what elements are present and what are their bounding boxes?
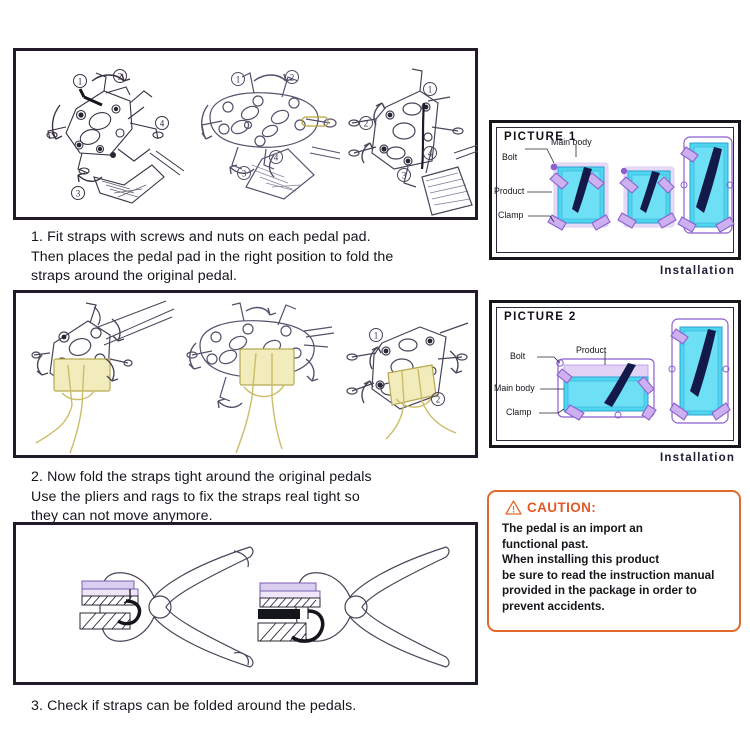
step-2-text: 2. Now fold the straps tight around the … — [31, 469, 372, 524]
callout-1: 1 — [374, 331, 379, 341]
picture-1-caption: Installation — [660, 265, 736, 277]
callout-3: 3 — [76, 189, 81, 199]
step-3-figure-b — [233, 546, 450, 668]
step-3-figure-a — [79, 546, 254, 668]
step-1-figure-a: 1 2 3 4 — [46, 69, 185, 204]
picture-1-inner-border — [496, 127, 734, 253]
callout-1: 1 — [236, 75, 241, 85]
picture-2-label-product: Product — [576, 345, 607, 355]
picture-1-label-product: Product — [494, 186, 525, 196]
layer-stack — [79, 580, 142, 630]
callout-2: 2 — [118, 72, 123, 82]
callout-4: 4 — [160, 119, 165, 129]
picture-2-inner-border — [496, 307, 734, 441]
callout-3: 3 — [242, 169, 247, 179]
picture-2-panel: PICTURE 2 — [489, 300, 741, 448]
strap-block — [239, 348, 295, 386]
step-2-figure-c: 1 2 — [346, 322, 469, 440]
callout-3: 3 — [402, 171, 407, 181]
pic2-unit-b — [668, 318, 731, 424]
caution-header: CAUTION: — [505, 500, 596, 515]
caution-box: CAUTION: The pedal is an import an funct… — [487, 490, 741, 632]
step-2-figure-a — [31, 300, 175, 454]
step-1-text: 1. Fit straps with screws and nuts on ea… — [31, 229, 394, 284]
pic2-unit-a — [556, 358, 657, 421]
strap-section — [290, 609, 325, 643]
step-2-figures: 1 2 — [16, 293, 475, 455]
picture-2-title: PICTURE 2 — [504, 311, 577, 323]
step-1-figures: 1 2 3 4 — [16, 51, 479, 217]
strap-block — [387, 364, 437, 406]
picture-1-label-clamp: Clamp — [498, 210, 524, 220]
warning-triangle-icon — [505, 500, 522, 515]
callout-2: 2 — [364, 119, 369, 129]
step-1-figure-c: 1 2 3 4 — [348, 68, 479, 216]
layer-stack — [257, 582, 325, 643]
picture-1-label-bolt: Bolt — [502, 152, 518, 162]
picture-2-label-bolt: Bolt — [510, 351, 526, 361]
caution-title: CAUTION: — [527, 500, 597, 515]
strap-section — [117, 599, 142, 626]
caution-body-text: The pedal is an import an functional pas… — [502, 522, 715, 613]
strap-block — [53, 358, 111, 392]
step-3-figure-panel — [13, 522, 478, 685]
picture-1-diagram — [525, 136, 735, 234]
callout-2: 2 — [290, 73, 295, 83]
step-1-figure-b: 1 2 3 4 — [201, 70, 341, 200]
callout-4: 4 — [428, 149, 433, 159]
pic1-unit-c — [677, 136, 735, 234]
picture-2-caption: Installation — [660, 452, 736, 464]
picture-1-label-main-body: Main body — [551, 137, 592, 147]
picture-2-label-main-body: Main body — [494, 383, 535, 393]
step-2-figure-panel: 1 2 — [13, 290, 478, 458]
callout-4: 4 — [274, 153, 279, 163]
step-1-figure-panel: 1 2 3 4 — [13, 48, 479, 220]
picture-1-title: PICTURE 1 — [504, 131, 577, 143]
picture-2-label-clamp: Clamp — [506, 407, 532, 417]
callout-1: 1 — [428, 85, 433, 95]
picture-2-diagram — [537, 318, 731, 424]
callout-2: 2 — [436, 395, 441, 405]
callout-1: 1 — [78, 77, 83, 87]
pic1-unit-b — [617, 166, 677, 229]
step-2-figure-b — [186, 302, 335, 454]
step-3-text: 3. Check if straps can be folded around … — [31, 698, 357, 714]
pic1-unit-a — [547, 162, 611, 231]
step-3-figures — [16, 525, 475, 682]
picture-1-panel: PICTURE 1 — [489, 120, 741, 260]
